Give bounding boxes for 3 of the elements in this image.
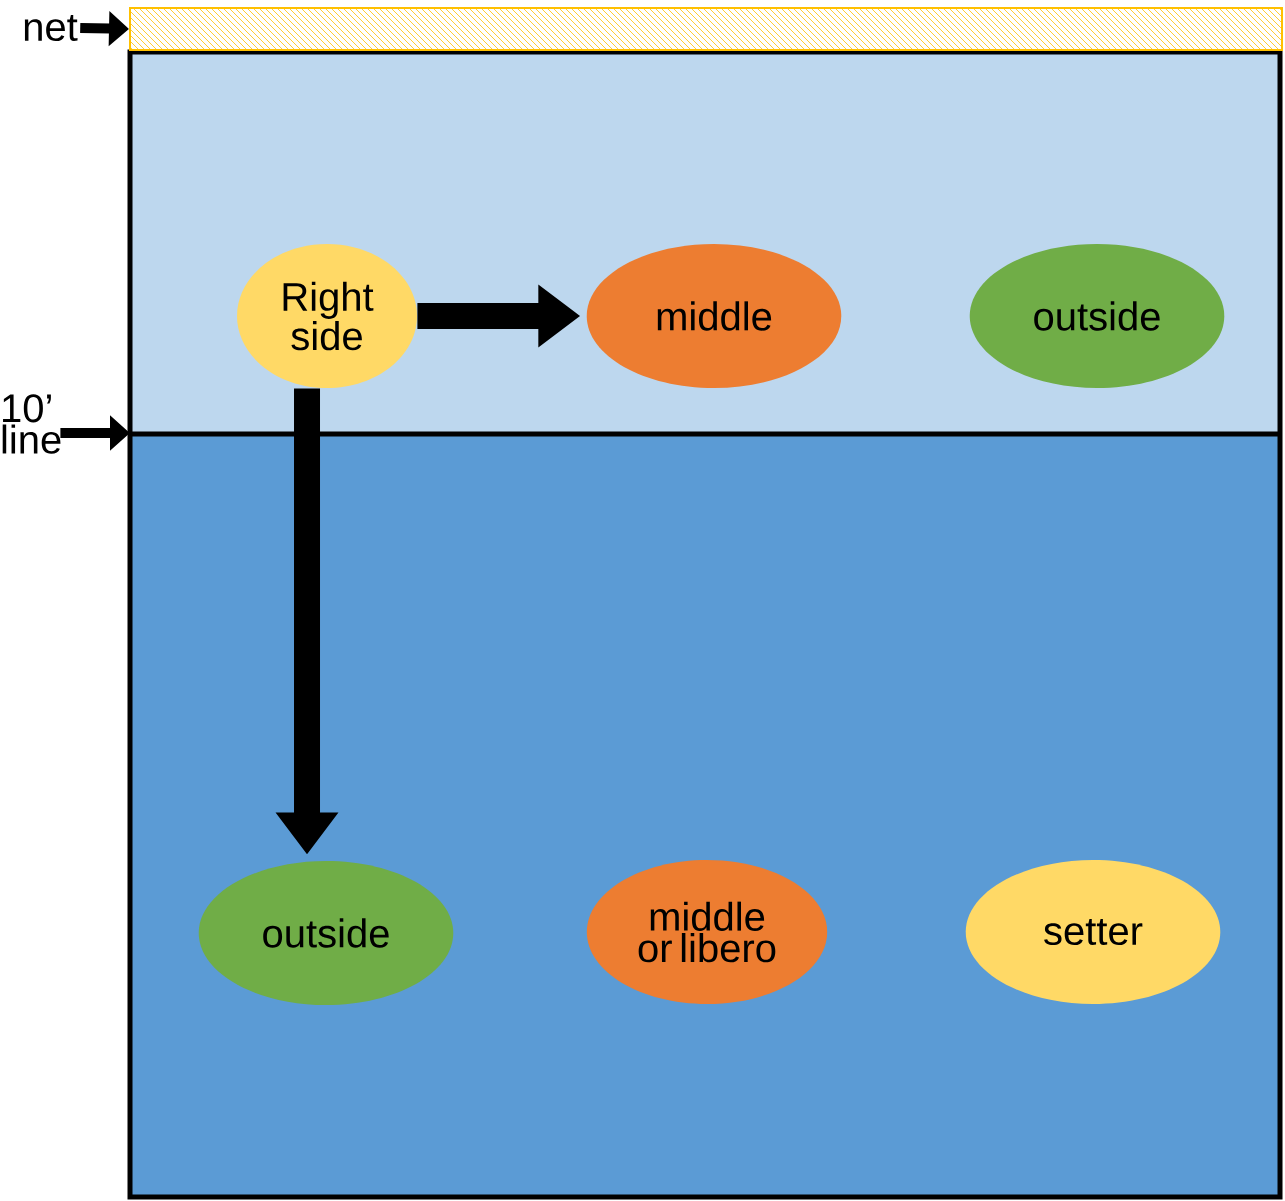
callout-label: net <box>24 14 78 42</box>
net-band <box>129 7 1283 51</box>
callout-label: 10’ line <box>2 394 61 454</box>
